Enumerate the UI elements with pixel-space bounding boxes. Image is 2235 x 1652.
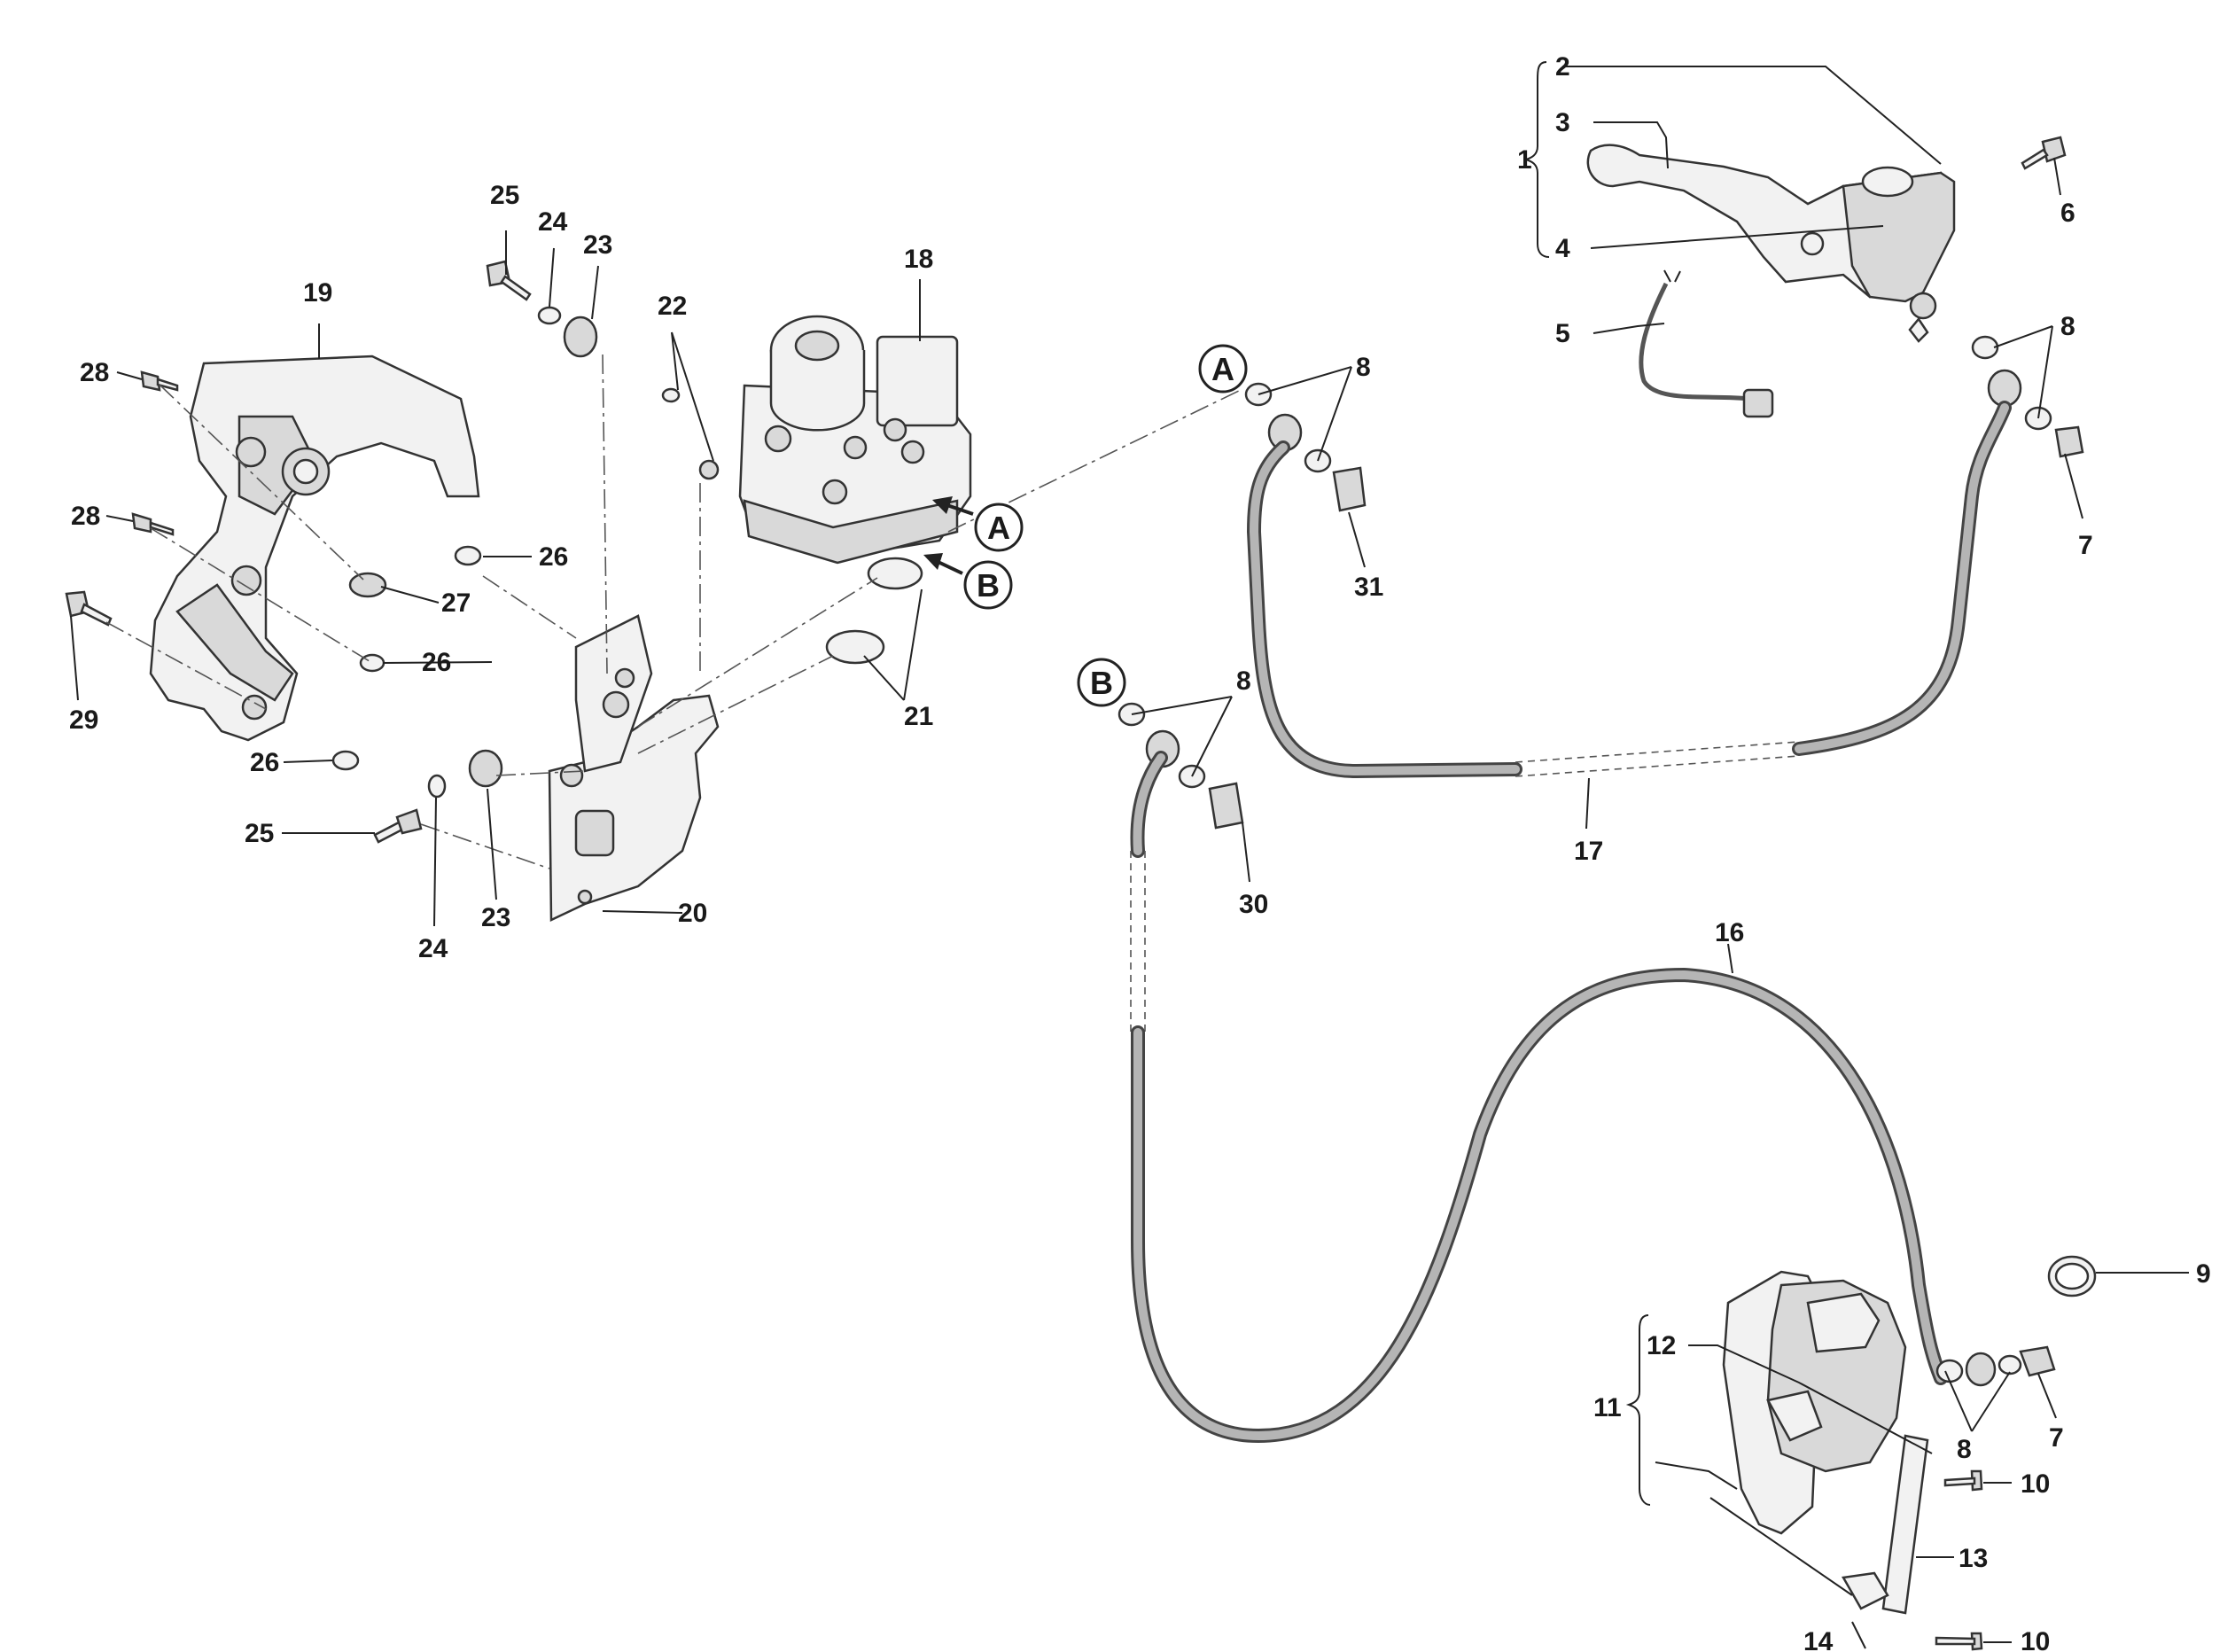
marker-b-abs: B: [923, 553, 1013, 610]
brake-hose-16: [1130, 751, 1948, 1444]
callout-11: 11: [1593, 1393, 1622, 1422]
callout-24-top: 24: [538, 207, 568, 237]
callout-10-lower: 10: [2021, 1627, 2050, 1652]
brake-light-switch-5: [1639, 269, 1774, 418]
callout-30: 30: [1239, 890, 1268, 919]
marker-a-abs: A: [932, 496, 1024, 552]
callout-21: 21: [904, 702, 933, 731]
svg-text:B: B: [1090, 665, 1113, 701]
callout-20: 20: [678, 899, 707, 928]
abs-unit-18: [738, 315, 972, 565]
callout-8-hose-b: 8: [1236, 666, 1251, 696]
callout-7-lower: 7: [2049, 1423, 2064, 1453]
callout-26-low: 26: [250, 748, 279, 777]
callout-4: 4: [1555, 234, 1570, 263]
callout-29: 29: [69, 705, 98, 735]
callout-3: 3: [1555, 108, 1570, 137]
callout-6: 6: [2060, 199, 2075, 228]
callout-26-mid: 26: [422, 648, 451, 677]
callout-8-upper-right: 8: [2060, 312, 2075, 341]
alignment-lines-left: [105, 354, 1242, 869]
callout-31: 31: [1354, 573, 1383, 602]
callout-22: 22: [658, 292, 687, 321]
callout-23-top: 23: [583, 230, 612, 260]
caliper-assembly-11: [1722, 1255, 2097, 1651]
callout-labels: 1 2 3 4 5 6 7 8 8 8 31 30 17 16 9 11 12 …: [69, 52, 2211, 1652]
master-cylinder-assembly-1: [1586, 136, 2067, 343]
bracket-20: [548, 614, 720, 922]
callout-25-top: 25: [490, 181, 519, 210]
callout-25-low: 25: [245, 819, 274, 848]
callout-28-mid: 28: [71, 502, 100, 531]
brake-hose-17: [1246, 401, 2012, 779]
callout-26-top: 26: [539, 542, 568, 572]
callout-12: 12: [1647, 1331, 1676, 1360]
callout-23-low: 23: [481, 903, 510, 932]
marker-b-hose: B: [1077, 658, 1126, 707]
callout-28-top: 28: [80, 358, 109, 387]
callout-14: 14: [1803, 1627, 1834, 1652]
callout-16: 16: [1715, 918, 1744, 947]
callout-18: 18: [904, 245, 933, 274]
marker-a-hose: A: [1198, 344, 1248, 394]
callout-9: 9: [2196, 1259, 2211, 1289]
callout-7-upper: 7: [2078, 531, 2093, 560]
leader-lines: [70, 61, 2189, 1649]
callout-17: 17: [1574, 837, 1603, 866]
upper-right-hardware: [1118, 335, 2084, 830]
callout-8-caliper: 8: [1957, 1435, 1972, 1464]
svg-text:B: B: [977, 567, 1000, 604]
callout-2: 2: [1555, 52, 1570, 82]
callout-13: 13: [1959, 1544, 1988, 1573]
callout-27: 27: [441, 588, 471, 618]
bracket-19: [149, 355, 480, 742]
callout-5: 5: [1555, 319, 1570, 348]
callout-19: 19: [303, 278, 332, 308]
callout-10-upper: 10: [2021, 1469, 2050, 1499]
left-hardware: [65, 260, 923, 844]
svg-text:A: A: [1211, 351, 1234, 387]
svg-text:A: A: [987, 510, 1010, 546]
callout-1: 1: [1517, 145, 1532, 175]
callout-24-low: 24: [418, 934, 448, 963]
callout-8-hose-a: 8: [1356, 353, 1371, 382]
